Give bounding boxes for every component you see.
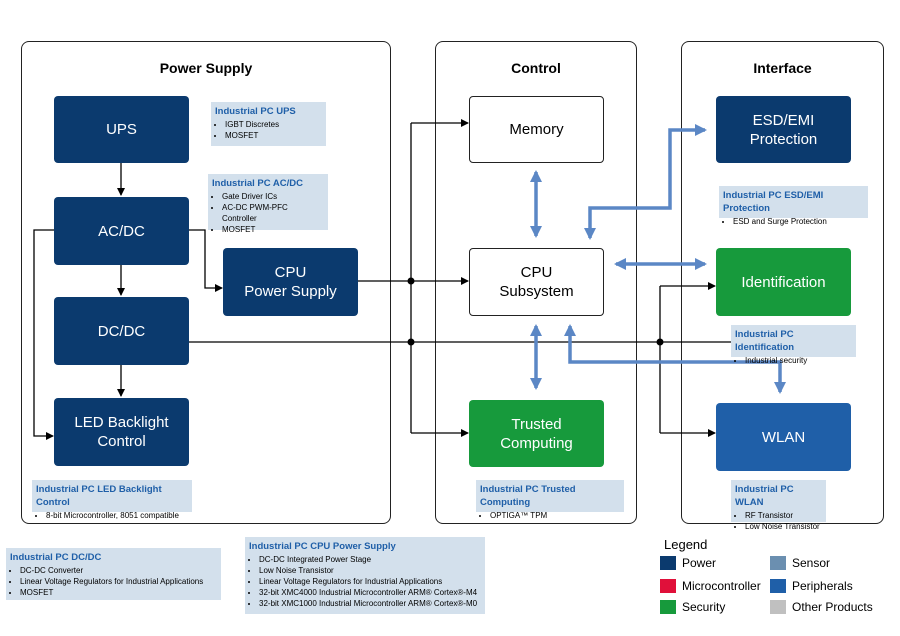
note-title: Industrial PC Trusted Computing — [480, 484, 576, 508]
trusted-computing-block[interactable]: Trusted Computing — [469, 400, 604, 467]
note-item: 32-bit XMC4000 Industrial Microcontrolle… — [259, 587, 481, 598]
note-item: DC-DC Converter — [20, 565, 217, 576]
note-wlan: Industrial PC WLAN RF Transistor Low Noi… — [731, 480, 826, 531]
led-backlight-block[interactable]: LED Backlight Control — [54, 398, 189, 466]
note-item: AC-DC PWM-PFC Controller — [222, 202, 324, 224]
note-identification: Industrial PC Identification Industrial … — [731, 325, 856, 365]
legend-label: Peripherals — [792, 579, 853, 593]
note-title: Industrial PC DC/DC — [10, 552, 102, 563]
note-item: ESD and Surge Protection — [733, 216, 864, 227]
legend-label: Other Products — [792, 600, 873, 614]
legend-item-security: Security — [660, 600, 725, 614]
legend-swatch — [660, 579, 676, 593]
note-title: Industrial PC WLAN — [735, 484, 794, 508]
note-item: Industrial security — [745, 355, 852, 366]
note-title: Industrial PC AC/DC — [212, 178, 303, 189]
identification-block[interactable]: Identification — [716, 248, 851, 316]
legend-item-peripherals: Peripherals — [770, 579, 853, 593]
cpu-subsystem-block[interactable]: CPU Subsystem — [469, 248, 604, 316]
note-led-backlight: Industrial PC LED Backlight Control 8-bi… — [32, 480, 192, 520]
wlan-block[interactable]: WLAN — [716, 403, 851, 471]
cpu-power-supply-block[interactable]: CPU Power Supply — [223, 248, 358, 316]
memory-block[interactable]: Memory — [469, 96, 604, 163]
note-item: DC-DC Integrated Power Stage — [259, 554, 481, 565]
note-item: Low Noise Transistor — [745, 521, 822, 532]
note-item: MOSFET — [20, 587, 217, 598]
legend-swatch — [660, 556, 676, 570]
legend-item-power: Power — [660, 556, 716, 570]
note-title: Industrial PC ESD/EMI Protection — [723, 190, 824, 214]
note-title: Industrial PC UPS — [215, 106, 296, 117]
legend-label: Microcontroller — [682, 579, 761, 593]
note-item: OPTIGA™ TPM — [490, 510, 620, 521]
acdc-block[interactable]: AC/DC — [54, 197, 189, 265]
legend: Legend Power Sensor Microcontroller Peri… — [660, 537, 890, 627]
note-title: Industrial PC LED Backlight Control — [36, 484, 162, 508]
legend-swatch — [770, 556, 786, 570]
note-acdc: Industrial PC AC/DC Gate Driver ICs AC-D… — [208, 174, 328, 234]
note-item: MOSFET — [222, 224, 324, 235]
note-item: Linear Voltage Regulators for Industrial… — [259, 576, 481, 587]
legend-label: Power — [682, 556, 717, 570]
note-item: MOSFET — [225, 130, 322, 141]
note-cpu-power-supply: Industrial PC CPU Power Supply DC-DC Int… — [245, 537, 485, 614]
legend-swatch — [660, 600, 676, 614]
note-item: 32-bit XMC1000 Industrial Microcontrolle… — [259, 598, 481, 609]
esd-emi-protection-block[interactable]: ESD/EMI Protection — [716, 96, 851, 163]
legend-swatch — [770, 600, 786, 614]
dcdc-block[interactable]: DC/DC — [54, 297, 189, 365]
note-ups: Industrial PC UPS IGBT Discretes MOSFET — [211, 102, 326, 146]
note-item: IGBT Discretes — [225, 119, 322, 130]
note-item: Gate Driver ICs — [222, 191, 324, 202]
section-title-power-supply: Power Supply — [159, 60, 253, 76]
note-item: RF Transistor — [745, 510, 822, 521]
legend-label: Sensor — [792, 556, 831, 570]
legend-swatch — [770, 579, 786, 593]
legend-item-other-products: Other Products — [770, 600, 873, 614]
note-title: Industrial PC Identification — [735, 329, 795, 353]
note-trusted-computing: Industrial PC Trusted Computing OPTIGA™ … — [476, 480, 624, 520]
note-esd-emi: Industrial PC ESD/EMI Protection ESD and… — [719, 186, 868, 226]
note-title: Industrial PC CPU Power Supply — [249, 541, 396, 552]
note-dcdc: Industrial PC DC/DC DC-DC Converter Line… — [6, 548, 221, 600]
note-item: Linear Voltage Regulators for Industrial… — [20, 576, 217, 587]
note-item: Low Noise Transistor — [259, 565, 481, 576]
section-title-interface: Interface — [753, 60, 812, 76]
legend-item-microcontroller: Microcontroller — [660, 579, 761, 593]
note-item: 8-bit Microcontroller, 8051 compatible — [46, 510, 188, 521]
section-title-control: Control — [511, 60, 561, 76]
legend-item-sensor: Sensor — [770, 556, 830, 570]
ups-block[interactable]: UPS — [54, 96, 189, 163]
legend-title: Legend — [664, 537, 708, 552]
legend-label: Security — [682, 600, 726, 614]
